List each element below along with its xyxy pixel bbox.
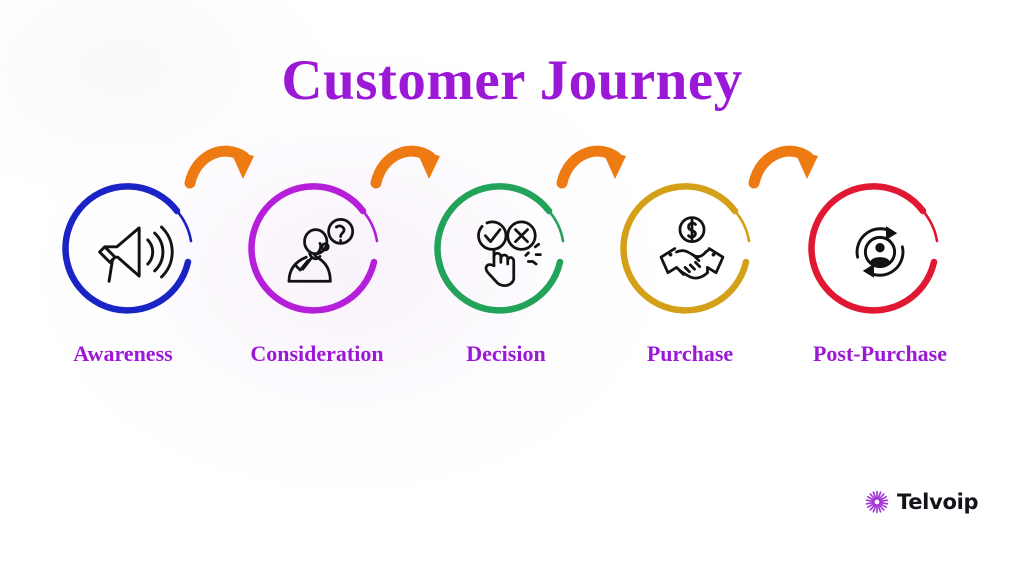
journey-step-post-purchase[interactable] xyxy=(806,178,954,326)
ring-stroke-consideration xyxy=(248,183,379,314)
user-retention-arrows-icon xyxy=(837,209,923,295)
journey-label-purchase: Purchase xyxy=(646,341,734,366)
ring-stroke-purchase xyxy=(620,183,751,314)
ring-decision xyxy=(432,178,580,326)
ring-consideration xyxy=(246,178,394,326)
page-title: Customer Journey xyxy=(281,49,743,112)
telvoip-starburst-icon xyxy=(864,489,890,515)
journey-step-consideration[interactable] xyxy=(246,178,394,326)
brand-logo[interactable]: Telvoip xyxy=(864,489,979,515)
megaphone-icon xyxy=(91,209,177,295)
journey-step-awareness[interactable] xyxy=(60,178,208,326)
arrow-awareness-to-consideration xyxy=(184,139,282,197)
ring-stroke-post-purchase xyxy=(808,183,939,314)
journey-label-decision: Decision xyxy=(466,341,546,366)
arrow-decision-to-purchase xyxy=(556,139,654,197)
journey-label-post-purchase: Post-Purchase xyxy=(812,341,948,366)
journey-label-consideration: Consideration xyxy=(250,341,384,366)
ring-post-purchase xyxy=(806,178,954,326)
thinking-person-question-icon xyxy=(277,209,363,295)
ring-stroke-awareness xyxy=(62,183,193,314)
ring-purchase xyxy=(618,178,766,326)
arrow-purchase-to-postpurchase xyxy=(748,139,846,197)
brand-wordmark: Telvoip xyxy=(897,489,979,514)
hand-choice-check-cross-icon xyxy=(463,209,549,295)
arrow-consideration-to-decision xyxy=(370,139,468,197)
handshake-dollar-icon xyxy=(649,209,735,295)
journey-step-decision[interactable] xyxy=(432,178,580,326)
ring-stroke-decision xyxy=(434,183,565,314)
journey-label-awareness: Awareness xyxy=(73,341,173,366)
journey-step-purchase[interactable] xyxy=(618,178,766,326)
ring-awareness xyxy=(60,178,208,326)
